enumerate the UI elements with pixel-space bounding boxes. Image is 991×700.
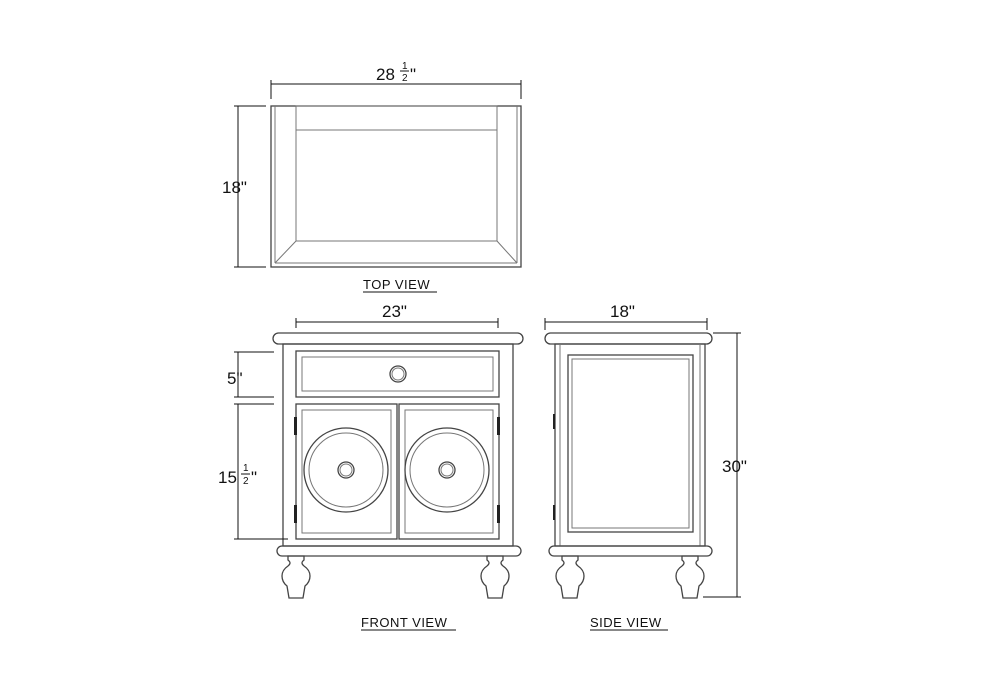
svg-text:18": 18" [222,178,247,197]
drawer-ring-pull [389,365,407,383]
top-view: 28 1 2 " 18" TOP VIEW [222,61,522,293]
side-depth-dimension: 18" [544,302,708,330]
svg-text:1: 1 [402,61,408,72]
left-door [294,403,398,540]
drawer-height-dimension: 5" [227,351,274,398]
side-left-leg [555,555,585,599]
side-view: 18" 30" SIDE VIEW [544,302,747,631]
side-view-caption: SIDE VIEW [590,615,662,630]
svg-text:5": 5" [227,369,243,388]
front-view: 23" 5" 15 1 2 " FRONT VIEW [218,302,524,631]
svg-text:18": 18" [610,302,635,321]
front-width-dimension: 23" [295,302,499,328]
svg-text:23": 23" [382,302,407,321]
svg-text:30": 30" [722,457,747,476]
front-left-leg [281,555,311,599]
right-door [398,403,500,540]
top-depth-dimension: 18" [222,105,266,268]
top-width-dimension: 28 1 2 " [270,61,522,99]
side-right-leg [675,555,705,599]
door-height-dimension: 15 1 2 " [218,403,288,540]
svg-text:2: 2 [402,73,408,84]
front-view-caption: FRONT VIEW [361,615,448,630]
svg-text:28: 28 [376,65,395,84]
top-view-caption: TOP VIEW [363,277,430,292]
front-right-leg [480,555,510,599]
svg-text:15: 15 [218,468,237,487]
svg-text:": " [410,65,416,84]
side-height-dimension: 30" [703,332,747,598]
svg-text:1: 1 [243,463,249,474]
svg-text:2: 2 [243,476,249,487]
svg-text:": " [251,468,257,487]
